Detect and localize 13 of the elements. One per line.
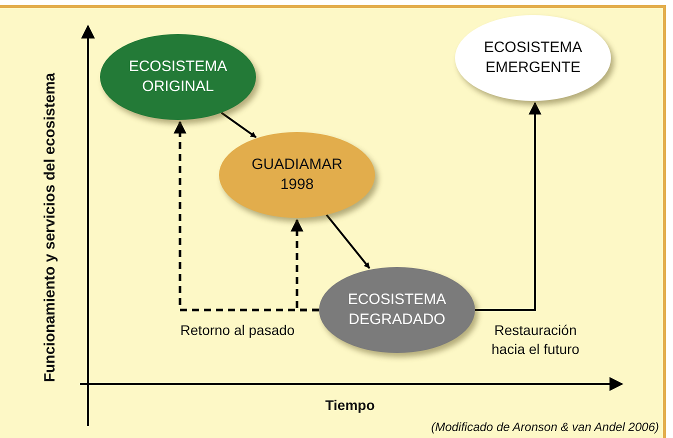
node-label: GUADIAMAR 1998 xyxy=(250,155,344,195)
edge-label: Restauración hacia el futuro xyxy=(490,321,580,359)
dashed-arrow xyxy=(290,218,319,312)
arrow xyxy=(326,214,370,269)
axis-title: Tiempo xyxy=(324,396,376,415)
node-label: ECOSISTEMA ORIGINAL xyxy=(128,57,228,97)
arrow xyxy=(475,102,542,311)
arrow xyxy=(220,112,257,138)
axis-title: Funcionamiento y servicios del ecosistema xyxy=(40,72,60,384)
node-label: ECOSISTEMA DEGRADADO xyxy=(347,290,447,330)
edge-label: Retorno al pasado xyxy=(179,321,296,340)
source-caption: (Modificado de Aronson & van Andel 2006) xyxy=(431,419,659,436)
node-label: ECOSISTEMA EMERGENTE xyxy=(483,38,583,78)
